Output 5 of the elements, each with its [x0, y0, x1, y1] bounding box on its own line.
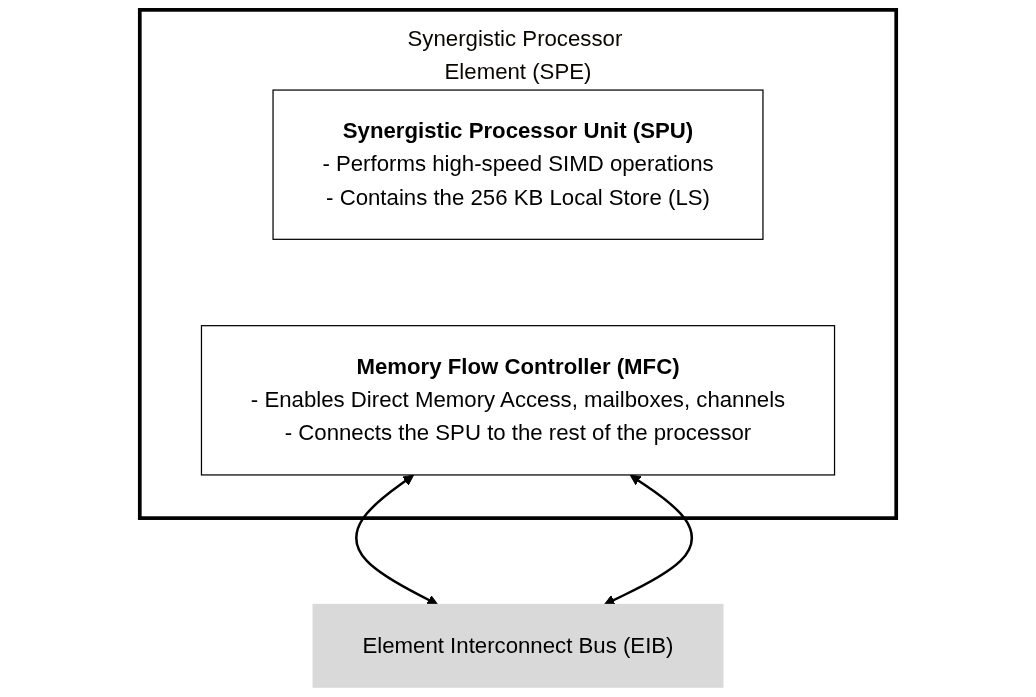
node-box: Synergistic Processor Unit (SPU) - Performs high-speed SIMD operations - Contains the 256 KB Local Store (LS) — [272, 89, 764, 240]
node-box: Memory Flow Controller (MFC) - Enables Direct Memory Access, mailboxes, channels - Connects the SPU to the rest of the processor — [200, 325, 836, 476]
arrow — [355, 474, 439, 605]
arrow — [603, 474, 693, 606]
node-box: Element Interconnect Bus (EIB) — [312, 603, 724, 688]
